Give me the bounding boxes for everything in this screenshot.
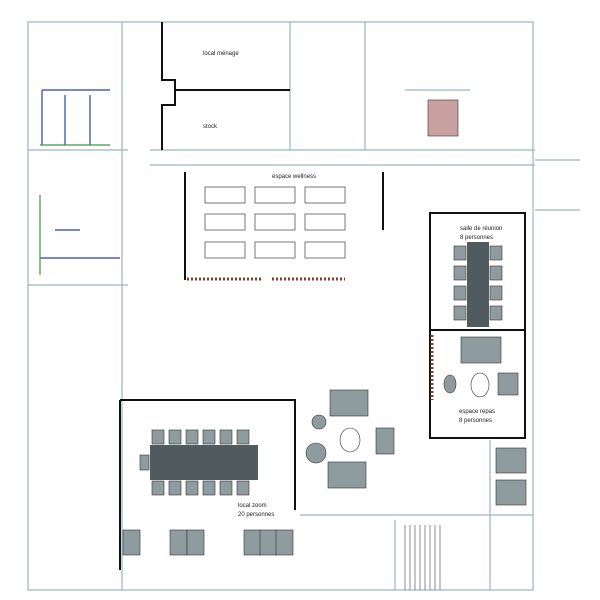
label-local-menage: local ménage [203,51,239,57]
green-partitions [39,144,110,275]
label-espace-repas-capacity: 8 personnes [459,418,492,424]
label-local-zoom: local zoom [238,503,267,509]
bed [427,99,459,137]
restroom-partitions [40,89,120,259]
wellness-mats [204,186,346,259]
label-espace-repas: espace repas [459,409,495,415]
walls [119,22,526,570]
lounge-furniture [305,389,527,506]
meeting-room-furniture [443,242,519,398]
label-salle-reunion: salle de réunion [460,226,502,232]
thin-walls [27,21,580,591]
label-salle-reunion-capacity: 8 personnes [460,235,493,241]
brick-walls [187,277,434,400]
staircase [404,525,441,590]
conference-furniture [122,429,294,556]
label-stock: stock [203,124,218,130]
label-local-zoom-capacity: 20 personnes [238,512,274,518]
room-labels: local ménage stock espace wellness salle… [203,51,502,518]
label-espace-wellness: espace wellness [272,174,316,180]
